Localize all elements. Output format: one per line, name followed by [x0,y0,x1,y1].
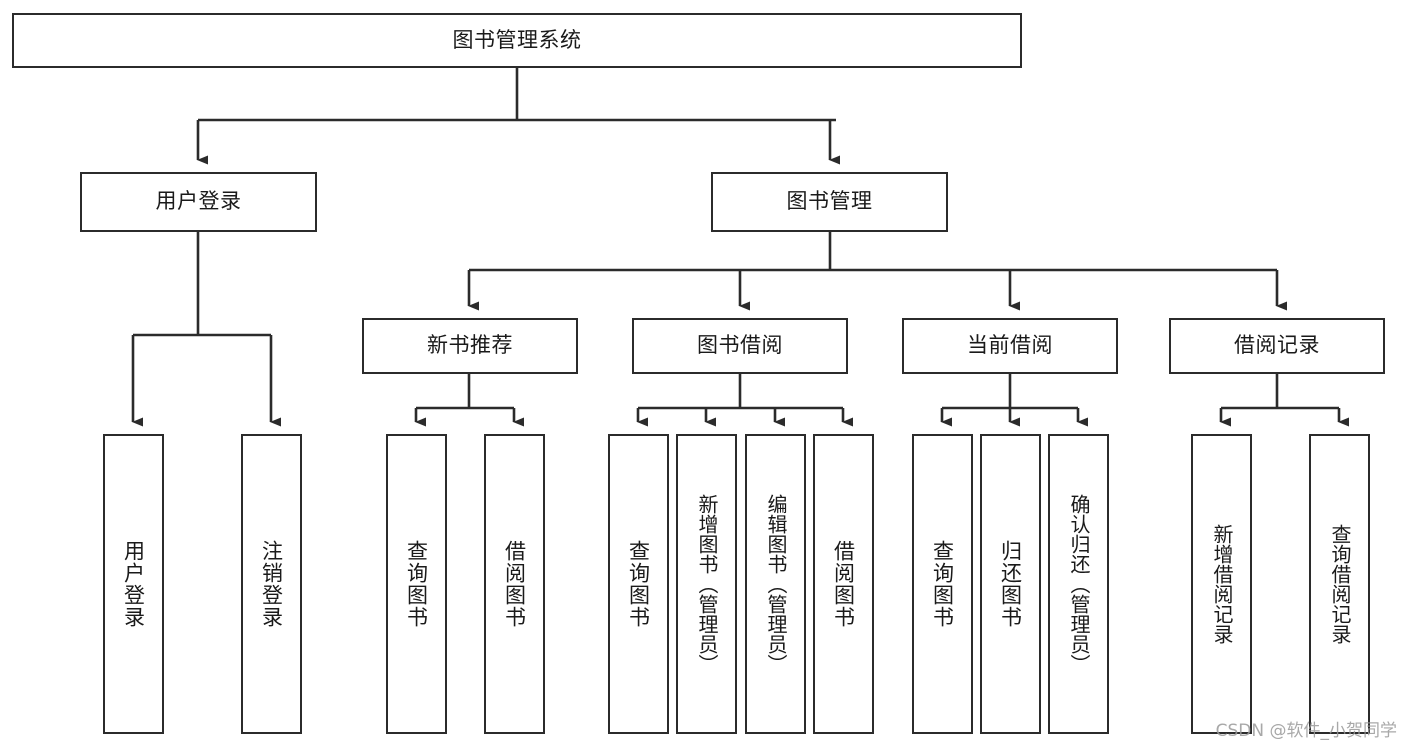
node-label: 用户登录 [121,540,146,628]
node-label: 图书借阅 [697,333,783,358]
node-label: 当前借阅 [967,333,1053,358]
node-label: 图书管理系统 [452,27,582,52]
leaf-current-borrow-query-book[interactable]: 查询图书 [912,434,973,734]
node-label: 借阅记录 [1234,333,1320,358]
leaf-book-borrow-borrow-book[interactable]: 借阅图书 [813,434,874,734]
leaf-new-book-query-book[interactable]: 查询图书 [386,434,447,734]
leaf-current-borrow-return-book[interactable]: 归还图书 [980,434,1041,734]
node-label: 借阅图书 [502,540,527,628]
leaf-borrow-record-query-record[interactable]: 查询借阅记录 [1309,434,1370,734]
node-label: 归还图书 [998,540,1023,628]
node-label: 查询借阅记录 [1328,524,1352,644]
node-label: 注销登录 [259,540,284,628]
node-label: 查询图书 [930,540,955,628]
node-label: 借阅图书 [831,540,856,628]
leaf-user-login-logout[interactable]: 注销登录 [241,434,302,734]
csdn-watermark: CSDN @软件_小贺同学 [1215,721,1397,741]
node-label: 新增图书（管理员） [695,494,719,674]
node-user-login[interactable]: 用户登录 [80,172,317,232]
node-label: 查询图书 [626,540,651,628]
node-label: 图书管理 [786,189,873,214]
leaf-new-book-borrow-book[interactable]: 借阅图书 [484,434,545,734]
node-label: 新增借阅记录 [1210,524,1234,644]
node-label: 新书推荐 [427,333,513,358]
node-label: 确认归还（管理员） [1067,494,1091,674]
leaf-book-borrow-query-book[interactable]: 查询图书 [608,434,669,734]
node-current-borrow[interactable]: 当前借阅 [902,318,1118,374]
node-new-book-recommend[interactable]: 新书推荐 [362,318,578,374]
node-book-management[interactable]: 图书管理 [711,172,948,232]
node-book-borrow[interactable]: 图书借阅 [632,318,848,374]
node-borrow-record[interactable]: 借阅记录 [1169,318,1385,374]
node-label: 用户登录 [155,189,242,214]
leaf-book-borrow-edit-book-admin[interactable]: 编辑图书（管理员） [745,434,806,734]
leaf-borrow-record-add-record[interactable]: 新增借阅记录 [1191,434,1252,734]
leaf-book-borrow-add-book-admin[interactable]: 新增图书（管理员） [676,434,737,734]
leaf-current-borrow-confirm-return-admin[interactable]: 确认归还（管理员） [1048,434,1109,734]
leaf-user-login-login[interactable]: 用户登录 [103,434,164,734]
node-label: 编辑图书（管理员） [764,494,788,674]
node-root-book-management-system[interactable]: 图书管理系统 [12,13,1022,68]
node-label: 查询图书 [404,540,429,628]
